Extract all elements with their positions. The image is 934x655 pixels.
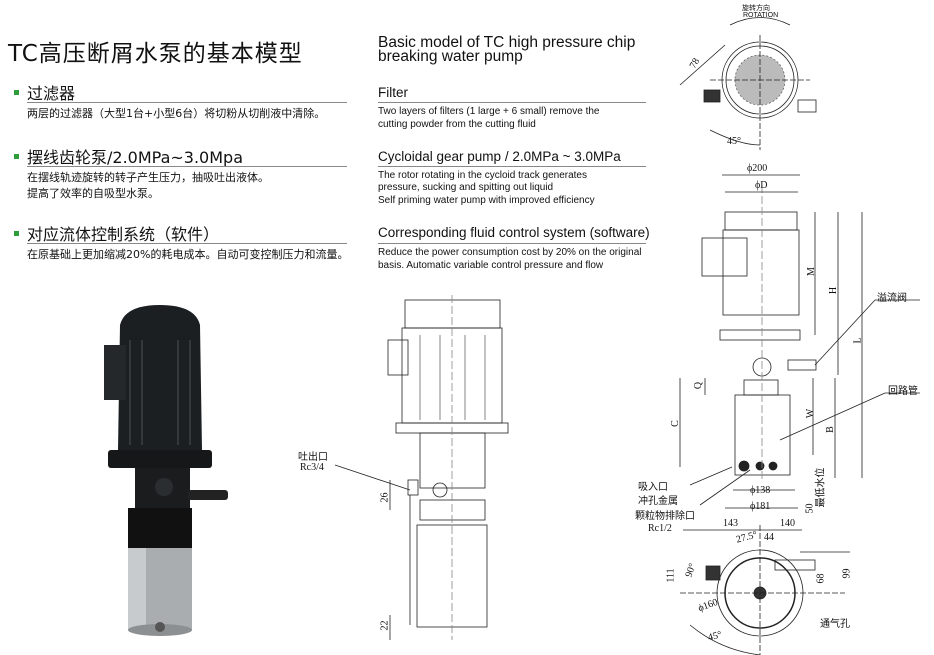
top-view-drawing [679, 17, 817, 150]
dim-140: 140 [780, 518, 795, 529]
divider [27, 166, 347, 167]
vent-hole-label: 通气孔 [820, 619, 850, 630]
outlet-thread-label: Rc3/4 [300, 462, 324, 473]
dim-d138: ϕ138 [750, 485, 771, 496]
cn-desc: 在摆线轨迹旋转的转子产生压力，抽吸吐出液体。 [27, 171, 269, 184]
en-desc: Self priming water pump with improved ef… [378, 195, 595, 206]
rotation-cn-label: 旋转方向 [742, 5, 770, 12]
dim-H: H [828, 286, 840, 295]
divider [378, 102, 646, 103]
en-title: Basic model of TC high pressure chip bre… [378, 34, 636, 65]
cn-desc: 两层的过滤器（大型1台+小型6台）将切粉从切削液中清除。 [27, 107, 326, 120]
en-heading-pump: Cycloidal gear pump / 2.0MPa ~ 3.0MPa [378, 149, 621, 164]
dim-22: 22 [379, 620, 391, 631]
dim-68: 68 [815, 573, 827, 584]
en-heading-control: Corresponding fluid control system (soft… [378, 225, 650, 240]
en-desc: Two layers of filters (1 large + 6 small… [378, 106, 600, 117]
dim-d181: ϕ181 [750, 501, 771, 512]
min-level-label: 最低水位 [815, 467, 827, 508]
dim-W: W [805, 408, 817, 419]
dim-L: L [852, 337, 864, 344]
bullet-icon [14, 90, 19, 95]
divider [27, 102, 347, 103]
divider [27, 243, 347, 244]
suction-label: 吸入口 [638, 482, 668, 493]
bullet-icon [14, 231, 19, 236]
divider [378, 166, 646, 167]
dim-44: 44 [764, 532, 774, 543]
cn-desc: 提高了效率的自吸型水泵。 [27, 187, 159, 200]
cn-title: TC高压断屑水泵的基本模型 [8, 41, 303, 67]
cn-desc: 在原基础上更加缩减20%的耗电成本。自动可变控制压力和流量。 [27, 248, 349, 261]
dim-C: C [669, 420, 681, 427]
cn-heading-pump: 摆线齿轮泵/2.0MPa~3.0Mpa [27, 148, 243, 167]
bottom-view-drawing [680, 525, 850, 655]
en-title-line: breaking water pump [378, 48, 523, 65]
dim-dD: ϕD [755, 180, 768, 191]
side-view-drawing [679, 174, 920, 509]
punched-metal-label: 冲孔金属 [638, 496, 678, 507]
dim-Q: Q [693, 381, 705, 390]
bullet-icon [14, 154, 19, 159]
rotation-en-label: ROTATION [743, 12, 779, 19]
dim-26: 26 [379, 492, 391, 503]
en-title-line: Basic model of TC high pressure chip [378, 34, 636, 51]
dim-M: M [805, 267, 817, 276]
pump-photo [104, 305, 228, 636]
rc12-label: Rc1/2 [648, 523, 672, 534]
front-view-drawing [334, 295, 509, 640]
dim-d200: ϕ200 [747, 163, 768, 174]
en-desc: The rotor rotating in the cycloid track … [378, 170, 587, 181]
cn-heading-control: 对应流体控制系统（软件） [27, 225, 220, 244]
dim-B: B [824, 426, 836, 433]
outlet-label: 吐出口 [298, 452, 328, 463]
dim-99: 99 [841, 568, 853, 579]
cn-heading-filter: 过滤器 [27, 84, 76, 103]
en-desc: pressure, sucking and spitting out liqui… [378, 182, 554, 193]
en-desc: cutting powder from the cutting fluid [378, 119, 536, 130]
en-desc: basis. Automatic variable control pressu… [378, 260, 604, 271]
divider [378, 243, 646, 244]
angle-45: 45° [727, 136, 741, 147]
dim-143: 143 [723, 518, 738, 529]
relief-valve-label: 溢流阀 [877, 293, 907, 304]
dim-111: 111 [665, 568, 677, 583]
particle-outlet-label: 颗粒物排除口 [635, 511, 695, 522]
en-heading-filter: Filter [378, 85, 408, 100]
en-desc: Reduce the power consumption cost by 20%… [378, 247, 642, 258]
return-pipe-label: 回路管 [888, 386, 918, 397]
